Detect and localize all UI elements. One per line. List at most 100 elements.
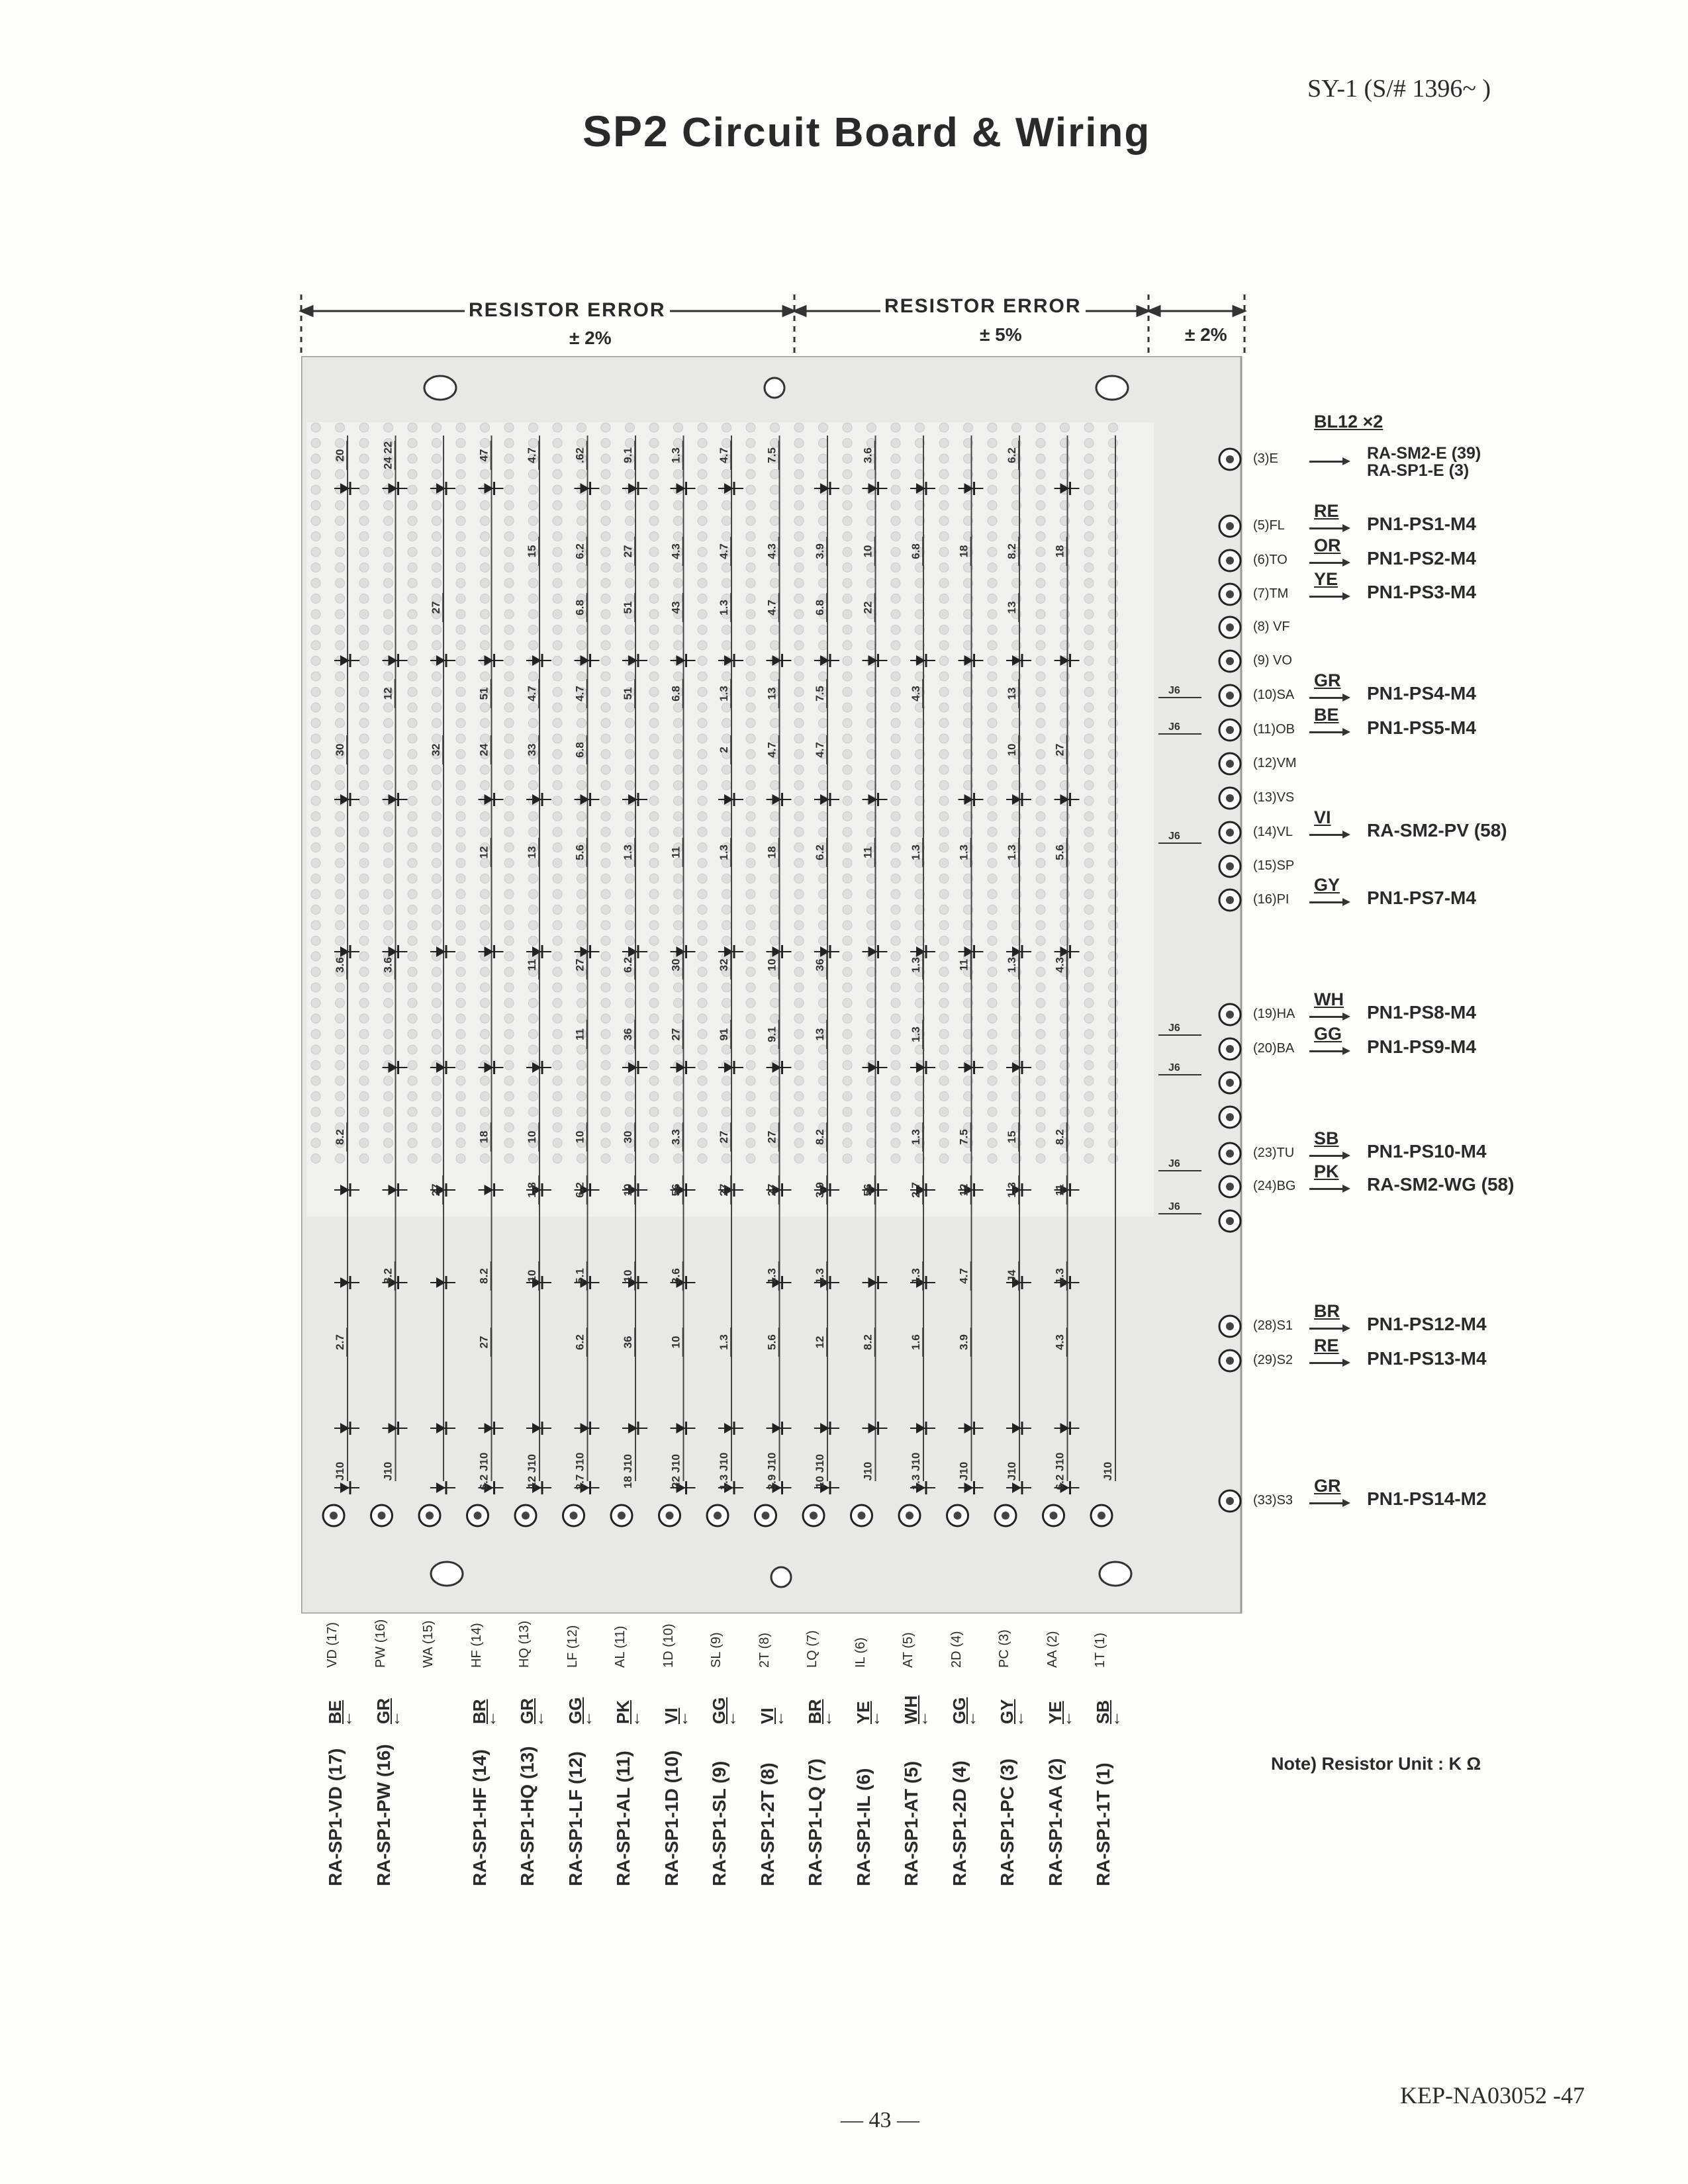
copper-pad xyxy=(310,889,321,899)
copper-pad xyxy=(310,702,321,713)
copper-pad xyxy=(915,936,925,946)
resistor-value: 10 xyxy=(670,1336,682,1349)
copper-pad xyxy=(770,1044,780,1055)
copper-pad xyxy=(310,563,321,572)
copper-pad xyxy=(1108,764,1118,775)
copper-pad xyxy=(1035,609,1046,619)
copper-pad xyxy=(552,640,563,651)
resistor-value: 27 xyxy=(574,959,586,972)
copper-pad xyxy=(504,905,514,915)
diode xyxy=(766,1422,792,1435)
copper-pad xyxy=(673,500,683,510)
copper-pad xyxy=(673,764,683,775)
right-wire-color-code: BL12 ×2 xyxy=(1314,412,1383,432)
copper-pad xyxy=(987,842,998,852)
bottom-wire-color-code: SB xyxy=(1093,1700,1113,1724)
copper-pad xyxy=(987,889,998,899)
copper-pad xyxy=(1084,640,1094,651)
bottom-wire-color-code: GG xyxy=(565,1697,585,1724)
copper-pad xyxy=(480,718,490,728)
copper-pad xyxy=(1108,484,1118,495)
copper-pad xyxy=(1108,1138,1118,1148)
diode xyxy=(670,1481,696,1494)
copper-pad xyxy=(963,422,973,433)
copper-pad xyxy=(915,563,925,572)
copper-pad xyxy=(697,640,708,651)
copper-pad xyxy=(890,1044,901,1055)
copper-pad xyxy=(794,1122,804,1132)
diode xyxy=(958,1422,984,1435)
copper-pad xyxy=(504,874,514,884)
copper-pad xyxy=(1035,1029,1046,1039)
copper-pad xyxy=(770,920,780,931)
right-terminal xyxy=(1218,1314,1242,1338)
copper-pad xyxy=(722,422,731,433)
copper-pad xyxy=(455,874,466,884)
bottom-wire-color-code: WH xyxy=(901,1695,921,1724)
resistor-value: 6.2 xyxy=(814,844,826,860)
copper-pad xyxy=(794,1060,804,1070)
copper-pad xyxy=(310,500,321,510)
copper-pad xyxy=(963,874,973,884)
copper-pad xyxy=(745,500,756,510)
copper-pad xyxy=(407,594,418,604)
copper-pad xyxy=(987,640,998,651)
copper-pad xyxy=(794,516,804,526)
resistor-value: 6.2 xyxy=(574,1182,586,1198)
copper-pad xyxy=(455,516,466,526)
copper-pad xyxy=(842,578,853,588)
copper-pad xyxy=(455,998,466,1008)
copper-pad xyxy=(625,500,635,510)
diode xyxy=(1054,1481,1080,1494)
copper-pad xyxy=(577,1122,586,1132)
bottom-terminal xyxy=(322,1504,346,1527)
copper-pad xyxy=(890,640,901,651)
copper-pad xyxy=(673,1091,683,1101)
bottom-net-label: VD (17) xyxy=(325,1622,340,1668)
copper-pad xyxy=(432,967,442,977)
right-wire-arrow xyxy=(1309,1152,1350,1160)
copper-pad xyxy=(1108,780,1118,790)
copper-pad xyxy=(552,656,563,666)
copper-pad xyxy=(915,749,925,759)
copper-pad xyxy=(697,842,708,852)
copper-pad xyxy=(1035,998,1046,1008)
copper-pad xyxy=(625,671,635,682)
copper-pad xyxy=(987,967,998,977)
resistor-value: 6.8 xyxy=(910,543,922,559)
copper-pad xyxy=(673,874,683,884)
copper-pad xyxy=(310,749,321,759)
copper-pad xyxy=(1108,500,1118,510)
copper-pad xyxy=(1084,702,1094,713)
copper-pad xyxy=(770,718,780,728)
copper-pad xyxy=(552,1091,563,1101)
copper-pad xyxy=(867,422,876,433)
copper-pad xyxy=(577,920,586,931)
jumper-label: 1.3 J10 xyxy=(910,1453,922,1490)
copper-pad xyxy=(407,998,418,1008)
copper-pad xyxy=(963,469,973,479)
copper-pad xyxy=(745,982,756,993)
copper-pad xyxy=(407,764,418,775)
copper-pad xyxy=(504,749,514,759)
bottom-terminal xyxy=(802,1504,825,1527)
copper-pad xyxy=(335,516,345,526)
copper-pad xyxy=(649,702,659,713)
diode xyxy=(478,1061,504,1074)
copper-pad xyxy=(770,625,780,635)
copper-pad xyxy=(600,764,611,775)
copper-pad xyxy=(552,998,563,1008)
copper-pad xyxy=(745,1013,756,1024)
copper-pad xyxy=(625,1107,635,1117)
resistor-value: 1.3 xyxy=(1006,844,1018,860)
copper-pad xyxy=(649,1138,659,1148)
diode xyxy=(862,945,888,958)
right-wire-destination: PN1-PS8-M4 xyxy=(1367,1002,1476,1023)
bottom-terminal xyxy=(466,1504,489,1527)
resistor-value: 56 xyxy=(670,1184,682,1197)
copper-pad xyxy=(963,702,973,713)
resistor-value: 11 xyxy=(1054,1184,1066,1196)
resistor-value: 10 xyxy=(1006,744,1018,756)
copper-pad xyxy=(1035,687,1046,697)
jumper-label: 12 J10 xyxy=(526,1454,538,1488)
